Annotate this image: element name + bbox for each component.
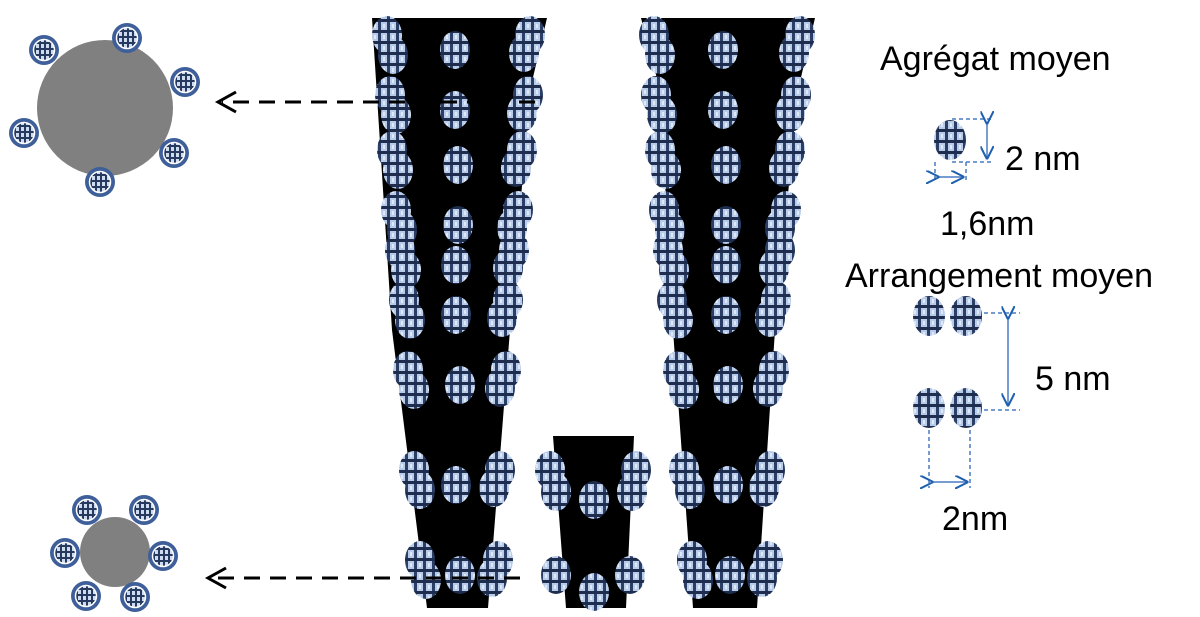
micelle-aggregate-icon bbox=[8, 117, 40, 149]
micelle-aggregate-icon bbox=[443, 146, 473, 184]
micelle-aggregate-icon bbox=[708, 31, 738, 69]
micelle-aggregate-icon bbox=[647, 96, 677, 134]
small-silica-particle bbox=[49, 494, 179, 613]
micelle-aggregate-icon bbox=[683, 561, 713, 599]
micelle-aggregate-icon bbox=[711, 206, 741, 244]
micelle-aggregate-icon bbox=[663, 301, 693, 339]
micelle-aggregate-icon bbox=[405, 471, 435, 509]
micelle-aggregate-icon bbox=[541, 473, 571, 511]
micelle-aggregate-icon bbox=[441, 466, 471, 504]
micelle-aggregate-icon bbox=[579, 573, 609, 611]
arrow-head bbox=[204, 566, 227, 590]
pore-wall-middle bbox=[553, 436, 634, 608]
aggregate-legend-icon bbox=[934, 119, 994, 180]
micelle-aggregate-icon bbox=[487, 299, 517, 337]
micelle-aggregate-icon bbox=[659, 251, 689, 289]
micelle-aggregate-icon bbox=[713, 366, 743, 404]
micelle-aggregate-icon bbox=[675, 471, 705, 509]
micelle-aggregates bbox=[372, 16, 815, 611]
micelle-aggregate-icon bbox=[669, 371, 699, 409]
micelle-aggregate-icon bbox=[147, 540, 179, 572]
micelle-aggregate-icon bbox=[749, 469, 779, 507]
micelle-aggregate-icon bbox=[755, 299, 785, 337]
micelle-aggregate-icon bbox=[49, 537, 81, 569]
micelle-aggregate-icon bbox=[617, 473, 647, 511]
micelle-aggregate-icon bbox=[440, 91, 470, 129]
micelle-aggregate-icon bbox=[71, 494, 103, 526]
micelle-aggregate-icon bbox=[485, 369, 515, 407]
micelle-aggregate-icon bbox=[769, 149, 799, 187]
micelle-aggregate-icon bbox=[445, 556, 475, 594]
micelle-aggregate-icon bbox=[378, 36, 408, 74]
micelle-aggregate-icon bbox=[395, 301, 425, 339]
micelle-aggregate-icon bbox=[441, 246, 471, 284]
micelle-aggregate-icon bbox=[445, 366, 475, 404]
arrangement-title: Arrangement moyen bbox=[845, 257, 1153, 295]
micelle-aggregate-icon bbox=[507, 94, 537, 132]
micelle-aggregate-icon bbox=[84, 166, 116, 198]
micelle-aggregate-icon bbox=[711, 246, 741, 284]
micelle-aggregate-icon bbox=[383, 151, 413, 189]
micelle-aggregate-icon bbox=[759, 249, 789, 287]
aggregate-title: Agrégat moyen bbox=[880, 40, 1111, 78]
micelle-aggregate-icon bbox=[715, 556, 745, 594]
large-silica-particle bbox=[8, 22, 201, 198]
micelle-aggregate-icon bbox=[579, 481, 609, 519]
micelle-aggregate-icon bbox=[70, 580, 102, 612]
micelle-aggregate-icon bbox=[479, 469, 509, 507]
micelle-aggregate-icon bbox=[128, 494, 160, 526]
micelle-aggregate-icon bbox=[111, 22, 143, 54]
micelle-aggregate-icon bbox=[713, 466, 743, 504]
micelle-aggregate-icon bbox=[501, 149, 531, 187]
micelle-aggregate-icon bbox=[158, 137, 190, 169]
micelle-aggregate-icon bbox=[391, 251, 421, 289]
arrangement-legend-icon bbox=[913, 296, 1020, 488]
silica-particle-icon bbox=[80, 517, 150, 587]
micelle-aggregate-icon bbox=[615, 556, 645, 594]
micelle-aggregate-icon bbox=[779, 34, 809, 72]
micelle-aggregate-icon bbox=[169, 66, 201, 98]
micelle-aggregate-icon bbox=[509, 34, 539, 72]
micelle-aggregate-icon bbox=[711, 296, 741, 334]
micelle-aggregate-icon bbox=[411, 561, 441, 599]
arrow-head bbox=[214, 90, 237, 114]
aggregate-height-label: 2 nm bbox=[1005, 140, 1081, 178]
micelle-aggregate-icon bbox=[399, 371, 429, 409]
micelle-aggregate-icon bbox=[443, 206, 473, 244]
micelle-aggregate-icon bbox=[381, 96, 411, 134]
micelle-aggregate-icon bbox=[645, 36, 675, 74]
micelle-aggregate-icon bbox=[119, 581, 151, 613]
micelle-aggregate-icon bbox=[708, 91, 738, 129]
micelle-aggregate-icon bbox=[541, 556, 571, 594]
micelle-aggregate-icon bbox=[753, 369, 783, 407]
aggregate-width-label: 1,6nm bbox=[940, 205, 1035, 243]
micelle-aggregate-icon bbox=[28, 34, 60, 66]
silica-particle-icon bbox=[37, 40, 173, 176]
arrangement-width-label: 2nm bbox=[942, 500, 1008, 538]
micelle-aggregate-icon bbox=[747, 559, 777, 597]
micelle-aggregate-icon bbox=[711, 146, 741, 184]
micelle-aggregate-icon bbox=[440, 31, 470, 69]
micelle-aggregate-icon bbox=[775, 94, 805, 132]
micelle-aggregate-icon bbox=[651, 151, 681, 189]
micelle-aggregate-icon bbox=[441, 296, 471, 334]
micelle-aggregate-icon bbox=[493, 249, 523, 287]
arrangement-spacing-label: 5 nm bbox=[1035, 360, 1111, 398]
